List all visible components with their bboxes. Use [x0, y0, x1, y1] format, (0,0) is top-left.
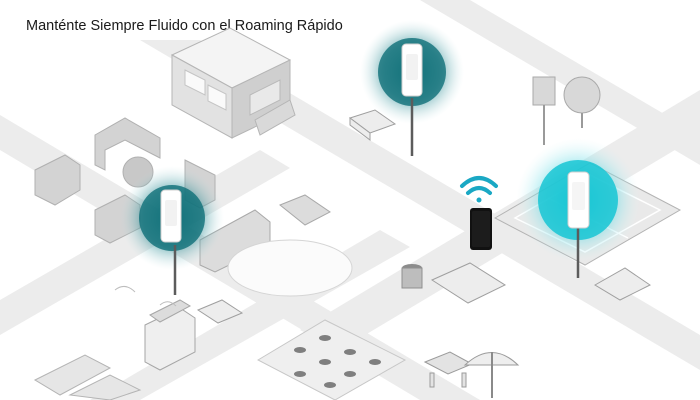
page-title: Manténte Siempre Fluido con el Roaming R…: [26, 18, 343, 34]
access-point-top: [360, 20, 464, 156]
picnic-table-icon: [423, 351, 474, 388]
rock-shape: [227, 239, 353, 297]
trees-icon: [532, 76, 601, 145]
trash-bin-icon: [401, 264, 423, 289]
plaza-fountains-icon: [256, 319, 407, 400]
building-icon: [170, 27, 296, 139]
smartphone-icon: [470, 208, 492, 250]
food-cart-icon: [144, 299, 196, 371]
wifi-signal-icon: [460, 176, 498, 203]
bench-icon: [196, 109, 651, 324]
umbrella-icon: [463, 352, 520, 398]
access-point-right-active: [516, 138, 640, 278]
access-point-left: [120, 166, 224, 295]
bleacher-icon: [33, 354, 142, 400]
ground-decoration: [114, 286, 177, 307]
skate-ramps-icon: [199, 194, 331, 273]
